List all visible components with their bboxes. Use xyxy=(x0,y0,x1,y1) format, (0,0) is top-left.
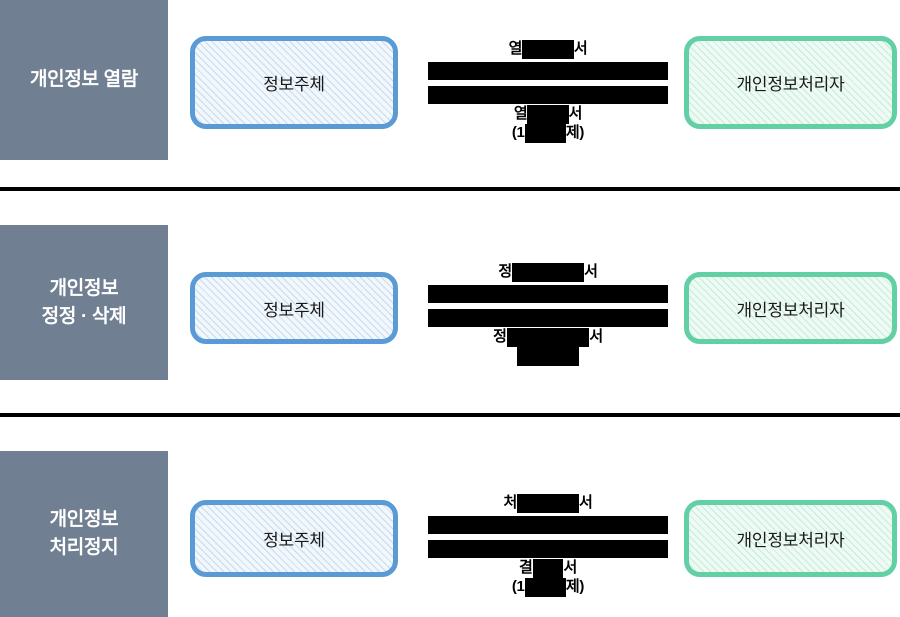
actor-label: 개인정보처리자 xyxy=(736,75,845,94)
caption-redacted-block: ███ xyxy=(532,559,564,578)
caption-prefix: 정 xyxy=(493,328,507,345)
flow-caption-response-row1: 열████서 (1████제) xyxy=(378,105,718,143)
flow-caption-response-row3: 결███서 (1████제) xyxy=(378,559,718,597)
category-panel-access: 개인정보 열람 xyxy=(0,0,168,160)
actor-label: 개인정보처리자 xyxy=(736,300,845,320)
caption-suffix: 서 xyxy=(563,559,577,576)
caption-second-line: (1████제) xyxy=(378,123,718,143)
caption-prefix: 정 xyxy=(498,263,512,280)
caption-suffix: 서 xyxy=(584,263,598,280)
caption-suffix: 서 xyxy=(568,105,583,122)
caption-redacted-block: ██████ xyxy=(517,494,579,513)
caption-prefix: 결 xyxy=(518,559,533,576)
flow-arrow-request-row2 xyxy=(428,285,668,303)
flow-caption-request-row2: 정███████서 xyxy=(378,263,718,282)
caption-suffix: 서 xyxy=(578,494,593,511)
caption-second-line: (1████제) xyxy=(378,577,718,597)
row-divider-1 xyxy=(0,187,900,191)
caption-suffix: 제) xyxy=(565,577,585,595)
caption-prefix: (1 xyxy=(511,577,525,595)
caption-prefix: (1 xyxy=(511,123,525,141)
caption-redacted-block: ████████ xyxy=(506,328,590,347)
actor-box-data-controller-row2: 개인정보처리자 xyxy=(684,272,897,344)
flow-arrow-response-row1 xyxy=(428,86,668,104)
caption-redacted-block: █████ xyxy=(522,40,574,59)
caption-second-line: ██████ xyxy=(378,346,718,366)
category-label: 개인정보 열람 xyxy=(29,69,139,91)
caption-prefix: 처 xyxy=(503,494,518,511)
actor-box-data-subject-row3: 정보주체 xyxy=(190,500,398,577)
actor-label: 정보주체 xyxy=(263,531,325,550)
caption-suffix: 서 xyxy=(573,40,588,57)
actor-box-data-subject-row2: 정보주체 xyxy=(190,272,398,344)
caption-redacted-block: ████ xyxy=(527,105,569,124)
flow-caption-request-row3: 처██████서 xyxy=(378,494,718,513)
caption-prefix: 열 xyxy=(513,105,528,122)
flow-arrow-request-row3 xyxy=(428,516,668,534)
actor-label: 정보주체 xyxy=(263,300,325,320)
caption-prefix: 열 xyxy=(508,40,523,57)
row-divider-2 xyxy=(0,413,900,417)
category-label-line2: 정정 · 삭제 xyxy=(41,305,127,327)
caption-suffix: 제) xyxy=(565,123,585,141)
diagram-row-access: 개인정보 열람 정보주체 열█████서 열████서 (1████제) 개인정… xyxy=(0,0,900,189)
caption-redacted-block: ████ xyxy=(524,123,566,143)
caption-redacted-block: ███████ xyxy=(511,263,585,282)
caption-redacted-block: ██████ xyxy=(517,346,579,366)
actor-box-data-controller-row3: 개인정보처리자 xyxy=(684,500,897,577)
caption-suffix: 서 xyxy=(589,328,603,345)
flow-caption-response-row2: 정████████서 ██████ xyxy=(378,328,718,366)
caption-redacted-block: ████ xyxy=(524,577,566,597)
flow-arrow-request-row1 xyxy=(428,62,668,80)
flow-arrow-response-row3 xyxy=(428,540,668,558)
category-label-line2: 처리정지 xyxy=(49,537,119,558)
actor-label: 정보주체 xyxy=(263,75,325,94)
actor-label: 개인정보처리자 xyxy=(736,531,845,550)
flow-arrow-response-row2 xyxy=(428,309,668,327)
category-label-line1: 개인정보 xyxy=(49,277,119,299)
flow-caption-request-row1: 열█████서 xyxy=(378,40,718,59)
category-label-line1: 개인정보 xyxy=(49,509,119,531)
actor-box-data-controller-row1: 개인정보처리자 xyxy=(684,36,897,129)
actor-box-data-subject-row1: 정보주체 xyxy=(190,36,398,129)
